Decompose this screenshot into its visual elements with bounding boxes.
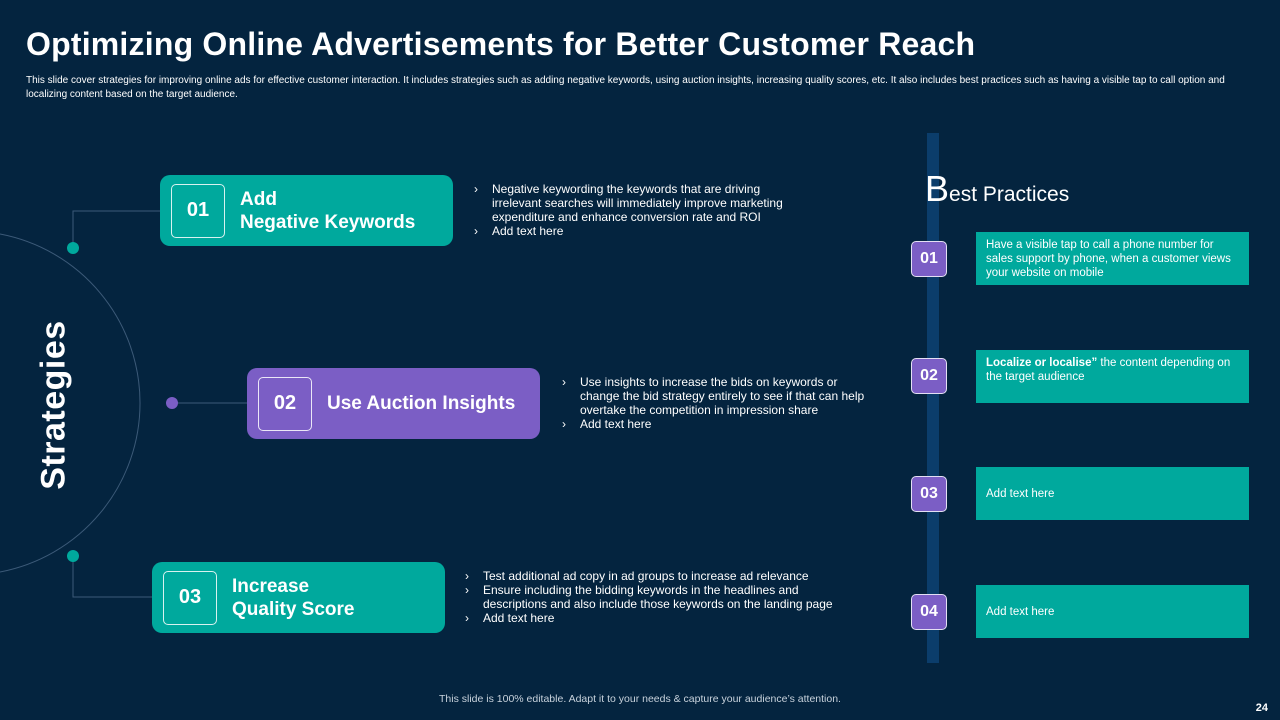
practice-box-01: Have a visible tap to call a phone numbe… <box>976 232 1249 285</box>
chevron-right-icon: › <box>562 375 566 389</box>
practice-box-04: Add text here <box>976 585 1249 638</box>
strategy-label-01: Add Negative Keywords <box>240 188 416 233</box>
practice-number-01: 01 <box>911 241 947 277</box>
strategy-number-03: 03 <box>163 570 217 625</box>
list-item: ›Test additional ad copy in ad groups to… <box>465 569 809 583</box>
list-item: ›Add text here <box>474 224 564 238</box>
strategy-bullets-03: ›Test additional ad copy in ad groups to… <box>463 569 843 625</box>
footer-note: This slide is 100% editable. Adapt it to… <box>439 693 841 705</box>
chevron-right-icon: › <box>474 224 478 238</box>
page-title: Optimizing Online Advertisements for Bet… <box>26 26 976 62</box>
chevron-right-icon: › <box>474 182 478 196</box>
strategy-card-01: 01 Add Negative Keywords <box>160 175 453 246</box>
best-practices-timeline <box>927 133 939 663</box>
practice-box-02: Localize or localise” the content depend… <box>976 350 1249 403</box>
strategy-bullets-02: ›Use insights to increase the bids on ke… <box>560 375 880 431</box>
chevron-right-icon: › <box>562 417 566 431</box>
strategy-number-01: 01 <box>171 183 225 238</box>
practice-number-04: 04 <box>911 594 947 630</box>
connector-dot-03 <box>67 550 79 562</box>
list-item: ›Use insights to increase the bids on ke… <box>562 375 865 417</box>
strategy-bullets-01: ›Negative keywording the keywords that a… <box>472 182 802 238</box>
connector-dot-01 <box>67 242 79 254</box>
page-subtitle: This slide cover strategies for improvin… <box>26 75 1225 100</box>
practice-box-03: Add text here <box>976 467 1249 520</box>
list-item: ›Negative keywording the keywords that a… <box>474 182 783 224</box>
chevron-right-icon: › <box>465 611 469 625</box>
list-item: ›Add text here <box>562 417 652 431</box>
page-number: 24 <box>1255 702 1268 714</box>
strategies-heading: Strategies <box>34 320 73 490</box>
strategy-label-03: Increase Quality Score <box>232 575 355 620</box>
strategy-label-02: Use Auction Insights <box>327 393 516 414</box>
strategy-card-02: 02 Use Auction Insights <box>247 368 540 439</box>
list-item: ›Ensure including the bidding keywords i… <box>465 583 833 611</box>
practice-number-03: 03 <box>911 476 947 512</box>
connector-dot-02 <box>166 397 178 409</box>
strategy-card-03: 03 Increase Quality Score <box>152 562 445 633</box>
chevron-right-icon: › <box>465 569 469 583</box>
strategy-number-02: 02 <box>258 376 312 431</box>
list-item: ›Add text here <box>465 611 555 625</box>
chevron-right-icon: › <box>465 583 469 597</box>
best-practices-title: Best Practices <box>925 168 1070 209</box>
practice-number-02: 02 <box>911 358 947 394</box>
